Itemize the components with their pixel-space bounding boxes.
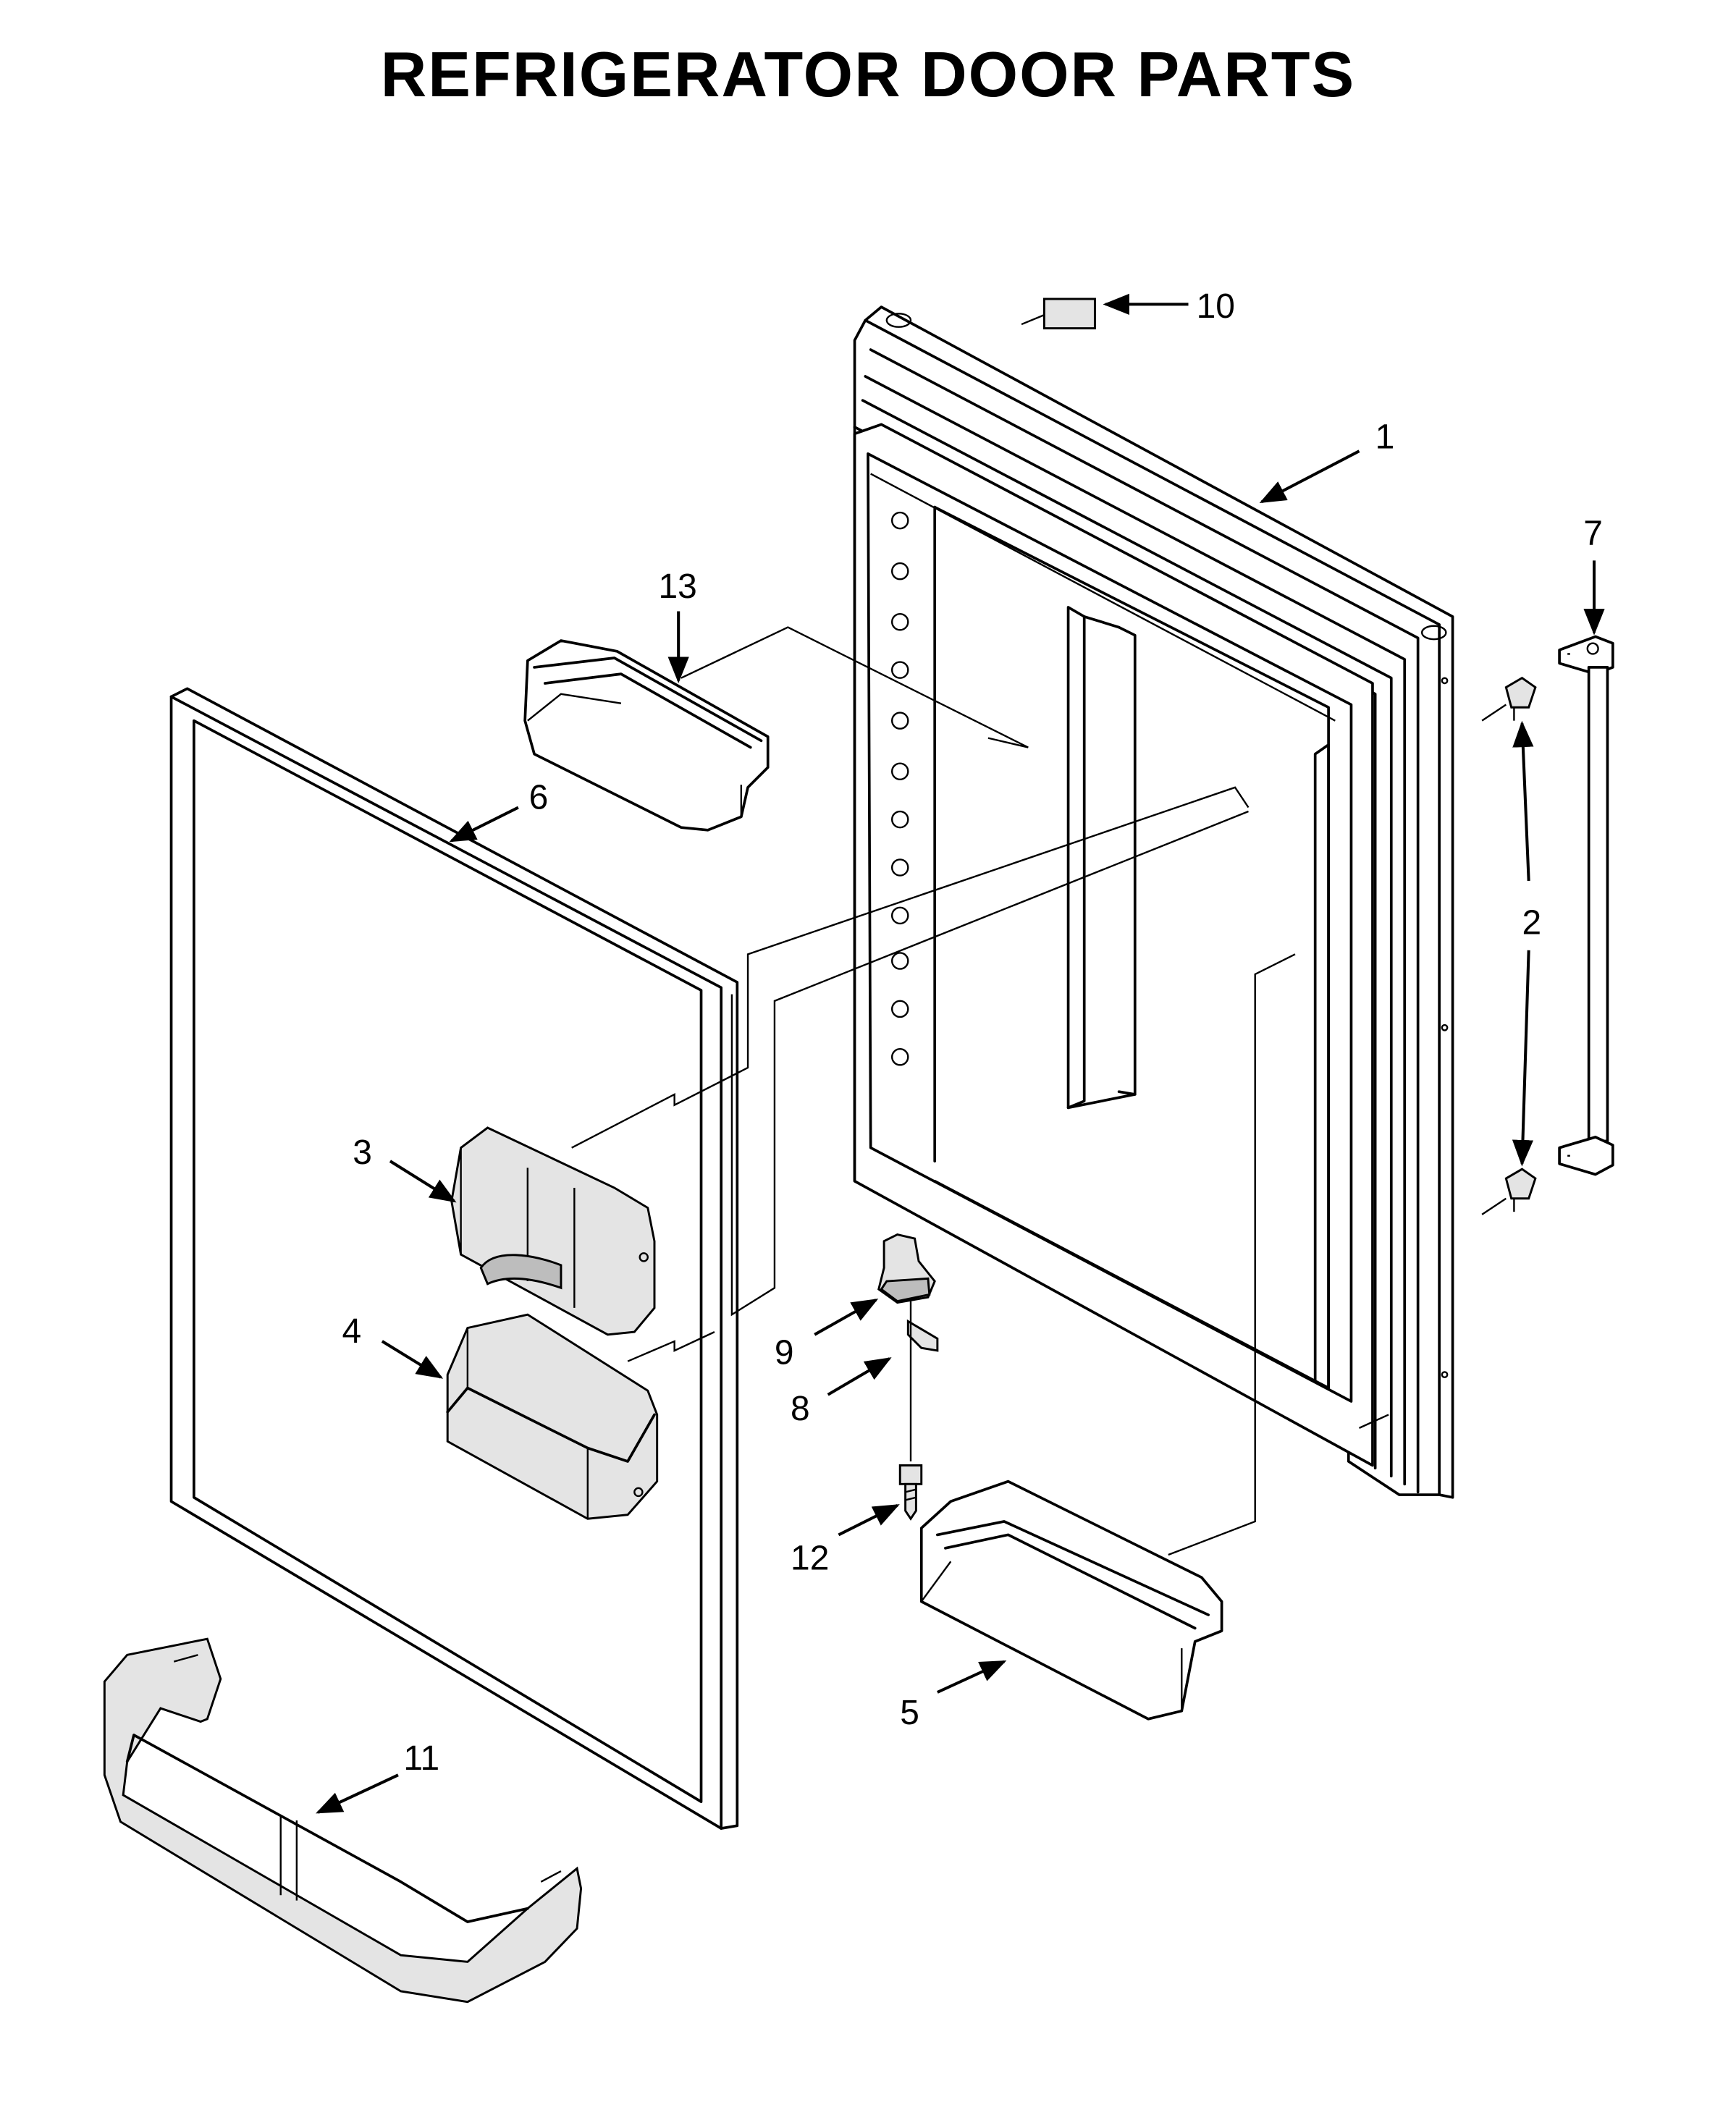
upper-door-bin — [523, 639, 770, 832]
callout-3: 3 — [353, 1134, 372, 1172]
callout-10: 10 — [1197, 287, 1235, 326]
callout-7: 7 — [1583, 514, 1603, 552]
lower-door-bin — [919, 1480, 1223, 1721]
door-assembly — [853, 305, 1454, 1499]
screw-part-12 — [898, 1464, 923, 1521]
label-part-10 — [1021, 297, 1096, 330]
callout-1: 1 — [1375, 418, 1395, 457]
callout-11: 11 — [403, 1739, 439, 1778]
handle-screws — [1504, 676, 1537, 1212]
hinge-part-9 — [877, 1233, 936, 1304]
bottom-door-bin — [103, 1637, 583, 2004]
dairy-bin — [446, 1313, 659, 1520]
door-gasket — [169, 687, 739, 1830]
callout-8: 8 — [791, 1390, 810, 1428]
shim-part-8 — [906, 1319, 939, 1352]
callout-13: 13 — [659, 567, 697, 606]
page-title: REFRIGERATOR DOOR PARTS — [380, 38, 1356, 110]
alignment-lines — [571, 626, 1507, 1556]
callout-6: 6 — [529, 778, 549, 816]
callout-12: 12 — [791, 1539, 829, 1577]
callout-labels: 10 1 7 13 6 2 3 4 9 8 12 5 11 — [342, 287, 1603, 1778]
door-handle — [1558, 635, 1614, 1176]
shelf-ladder-holes — [890, 511, 909, 1066]
leader-arrows — [316, 293, 1605, 1814]
dairy-door — [450, 1126, 656, 1336]
callout-2: 2 — [1522, 904, 1541, 942]
callout-5: 5 — [900, 1694, 919, 1732]
callout-9: 9 — [775, 1333, 794, 1372]
callout-4: 4 — [342, 1312, 362, 1351]
